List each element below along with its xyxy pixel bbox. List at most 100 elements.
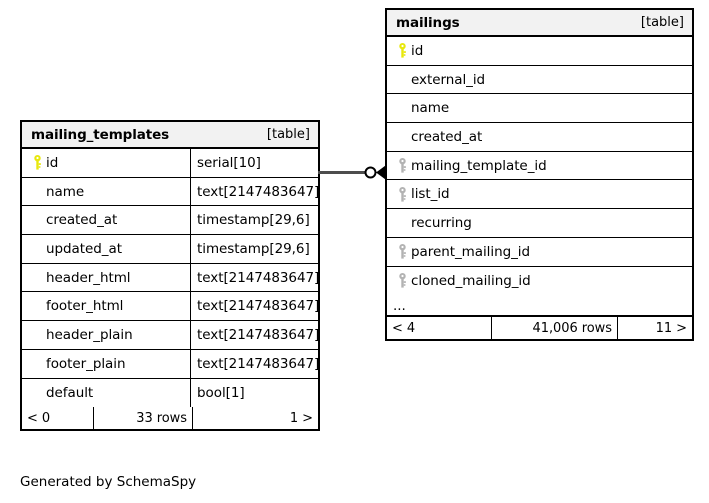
table-row[interactable]: external_id (387, 66, 692, 95)
column-type-cell: bool[1] (191, 379, 318, 408)
table-row[interactable]: header_plain text[2147483647] (22, 321, 318, 350)
column-name-cell: footer_plain (22, 349, 191, 378)
table-row[interactable]: id serial[10] (22, 149, 318, 178)
table-row[interactable]: footer_plain text[2147483647] (22, 349, 318, 379)
footer-next-count[interactable]: 1 > (289, 410, 313, 426)
column-name-label: cloned_mailing_id (411, 272, 531, 289)
cardinality-many-icon (376, 165, 386, 180)
column-type-label: text[2147483647] (197, 183, 318, 200)
column-name-cell: name (22, 177, 191, 206)
table-row[interactable]: id (387, 37, 692, 66)
table-footer-mailing-templates: < 0 33 rows 1 > (22, 407, 318, 430)
column-name-label: header_plain (46, 326, 133, 343)
table-row[interactable]: created_at (387, 123, 692, 152)
table-row[interactable]: header_html text[2147483647] (22, 263, 318, 293)
table-kind-label: [table] (266, 127, 310, 142)
column-name-label: recurring (411, 214, 472, 231)
column-name-cell: parent_mailing_id (387, 238, 692, 266)
footer-row-count: 33 rows (93, 407, 193, 430)
column-name-label: updated_at (46, 240, 122, 257)
column-type-label: text[2147483647] (197, 326, 318, 343)
table-row[interactable]: name text[2147483647] (22, 177, 318, 207)
column-name-cell: created_at (387, 123, 692, 151)
table-row[interactable]: updated_at timestamp[29,6] (22, 235, 318, 264)
column-name-label: footer_plain (46, 355, 126, 372)
column-name-label: created_at (411, 128, 483, 145)
column-name-label: external_id (411, 71, 486, 88)
column-name-cell: header_plain (22, 321, 191, 349)
table-row[interactable]: recurring (387, 209, 692, 238)
no-key-spacer (28, 264, 46, 292)
column-type-label: text[2147483647] (197, 355, 318, 372)
column-name-cell: header_html (22, 263, 191, 292)
column-name-cell: name (387, 94, 692, 122)
table-row[interactable]: created_at timestamp[29,6] (22, 206, 318, 236)
cardinality-zero-icon (364, 166, 377, 179)
column-type-cell: timestamp[29,6] (191, 235, 318, 263)
table-row[interactable]: default bool[1] (22, 378, 318, 408)
foreign-key-icon (393, 180, 411, 208)
foreign-key-icon (393, 238, 411, 266)
footer-prev-count[interactable]: < 0 (27, 410, 51, 426)
table-row[interactable]: cloned_mailing_id (387, 267, 692, 296)
table-header-mailings: mailings [table] (387, 10, 692, 37)
no-key-spacer (28, 350, 46, 378)
column-type-label: serial[10] (197, 154, 261, 171)
column-type-label: timestamp[29,6] (197, 240, 310, 257)
no-key-spacer (28, 206, 46, 234)
table-row[interactable]: list_id (387, 180, 692, 210)
column-type-label: bool[1] (197, 384, 245, 401)
column-type-cell: text[2147483647] (191, 178, 318, 206)
column-type-cell: text[2147483647] (191, 350, 318, 378)
foreign-key-icon (393, 152, 411, 180)
column-type-cell: serial[10] (191, 149, 318, 177)
column-type-cell: text[2147483647] (191, 292, 318, 320)
table-row[interactable]: footer_html text[2147483647] (22, 292, 318, 322)
er-table-mailing-templates[interactable]: mailing_templates [table] id serial[10] na… (20, 120, 320, 432)
table-header-mailing-templates: mailing_templates [table] (22, 122, 318, 149)
table-column-list: id serial[10] name text[2147483647] created_… (22, 149, 318, 408)
column-name-label: id (46, 154, 59, 171)
column-name-label: created_at (46, 212, 118, 229)
column-name-cell: created_at (22, 206, 191, 235)
column-type-cell: text[2147483647] (191, 321, 318, 349)
table-kind-label: [table] (640, 15, 684, 30)
column-name-label: name (46, 183, 85, 200)
table-truncation-indicator: ... (387, 295, 692, 318)
footer-prev-count[interactable]: < 4 (392, 320, 416, 336)
column-name-cell: updated_at (22, 235, 191, 263)
no-key-spacer (393, 209, 411, 237)
relationship-connector-mailing-template-id (318, 165, 386, 180)
column-name-cell: default (22, 378, 191, 408)
column-name-cell: mailing_template_id (387, 152, 692, 180)
table-row[interactable]: parent_mailing_id (387, 238, 692, 267)
no-key-spacer (28, 321, 46, 349)
table-row[interactable]: name (387, 94, 692, 124)
column-type-label: text[2147483647] (197, 269, 318, 286)
no-key-spacer (28, 292, 46, 320)
table-title: mailings (396, 14, 460, 31)
column-name-label: header_html (46, 269, 131, 286)
column-name-label: id (411, 42, 424, 59)
column-name-label: default (46, 384, 94, 401)
column-name-label: footer_html (46, 298, 124, 315)
generated-by-note: Generated by SchemaSpy (20, 474, 197, 490)
column-name-label: parent_mailing_id (411, 243, 531, 260)
footer-row-count: 41,006 rows (491, 317, 618, 340)
no-key-spacer (393, 66, 411, 94)
column-type-cell: timestamp[29,6] (191, 206, 318, 234)
column-type-label: text[2147483647] (197, 298, 318, 315)
column-name-cell: external_id (387, 66, 692, 94)
foreign-key-icon (393, 267, 411, 296)
table-title: mailing_templates (31, 126, 170, 143)
column-type-cell: text[2147483647] (191, 264, 318, 292)
column-name-label: list_id (411, 186, 450, 203)
primary-key-icon (393, 37, 411, 65)
column-name-label: name (411, 100, 450, 117)
column-type-label: timestamp[29,6] (197, 212, 310, 229)
column-name-cell: footer_html (22, 292, 191, 321)
footer-next-count[interactable]: 11 > (655, 320, 687, 336)
table-row[interactable]: mailing_template_id (387, 152, 692, 181)
